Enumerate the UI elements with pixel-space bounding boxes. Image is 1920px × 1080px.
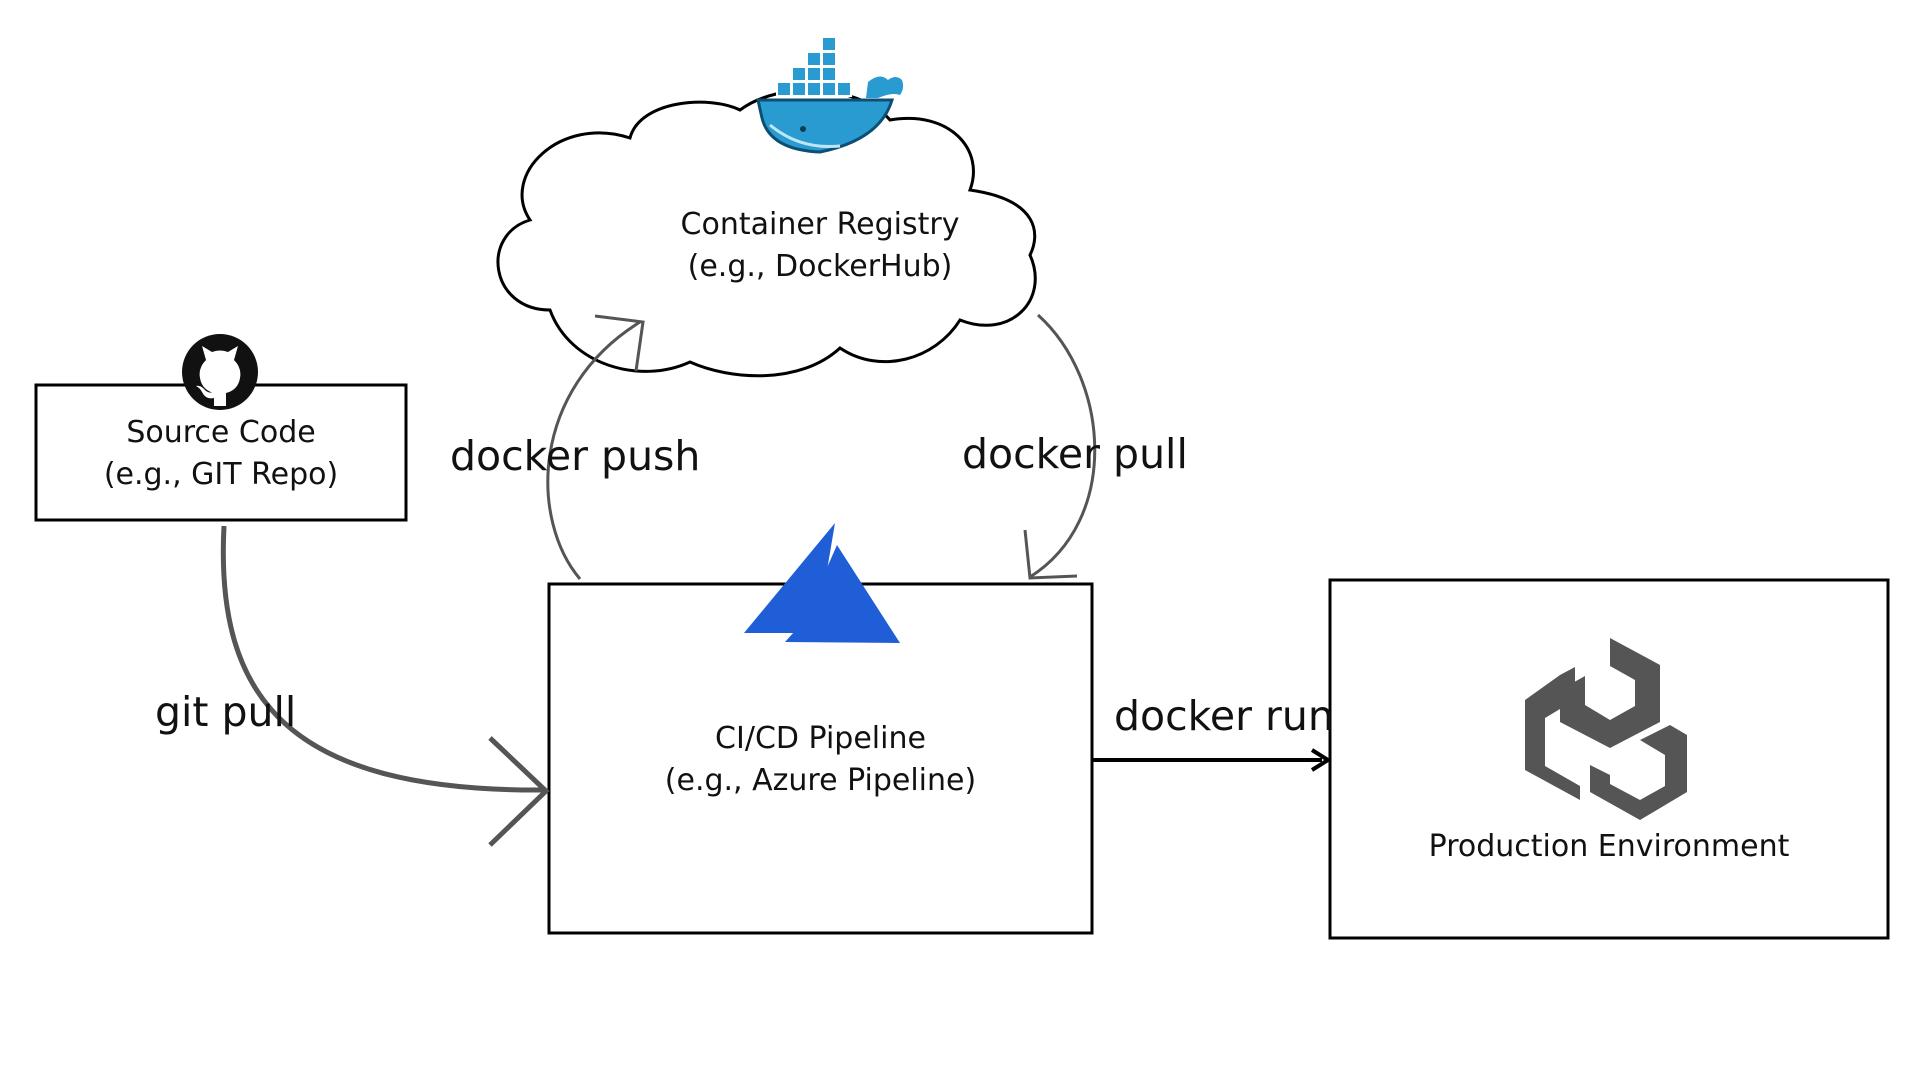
git-pull-arrowhead [488, 736, 550, 847]
cicd-pipeline-example: (e.g., Azure Pipeline) [664, 763, 977, 798]
containers-icon [1525, 638, 1687, 820]
git-pull-label: git pull [155, 688, 297, 736]
docker-icon [756, 36, 904, 154]
github-icon [182, 334, 258, 410]
docker-run-label: docker run [1114, 692, 1334, 740]
git-pull-arrow [220, 525, 546, 793]
cicd-pipeline-label: CI/CD Pipeline (e.g., Azure Pipeline) [549, 718, 1092, 802]
docker-pull-label: docker pull [962, 430, 1188, 478]
production-environment-title: Production Environment [1428, 829, 1790, 864]
cicd-pipeline-title: CI/CD Pipeline [715, 721, 926, 756]
container-registry-label: Container Registry (e.g., DockerHub) [640, 204, 1000, 288]
source-code-example: (e.g., GIT Repo) [103, 457, 339, 492]
container-registry-example: (e.g., DockerHub) [687, 249, 953, 284]
source-code-label: Source Code (e.g., GIT Repo) [36, 412, 406, 496]
production-environment-label: Production Environment [1330, 826, 1888, 868]
azure-icon [744, 523, 900, 643]
container-registry-title: Container Registry [680, 207, 960, 242]
docker-push-label: docker push [450, 432, 701, 480]
docker-run-arrowhead [1310, 748, 1332, 772]
production-environment-box [1328, 578, 1890, 940]
docker-pull-arrow [1029, 313, 1097, 579]
docker-push-arrow [546, 320, 641, 580]
docker-pull-arrowhead [1023, 529, 1078, 580]
source-code-title: Source Code [126, 415, 316, 450]
docker-push-arrowhead [594, 314, 645, 372]
